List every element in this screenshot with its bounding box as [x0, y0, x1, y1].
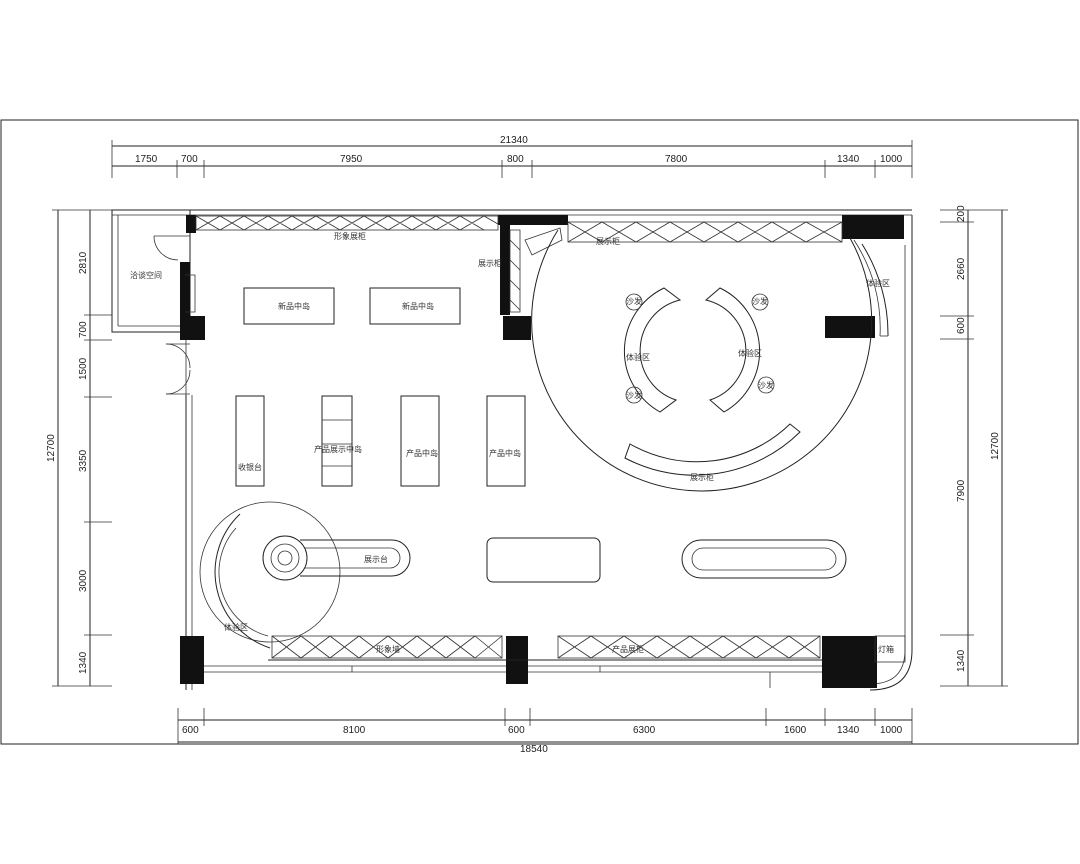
- left-dimensions: 12700 2810 700 1500 3350 3000 1340: [46, 209, 112, 687]
- new-product-table-2: [369, 287, 461, 325]
- dim-top-seg-1: 1750: [135, 154, 158, 165]
- dim-right-overall: 12700: [990, 432, 1001, 460]
- label-table-2: 新品中岛: [402, 301, 434, 311]
- center-table: [486, 537, 601, 583]
- top-dimensions: 21340 1750 700 7950 800 7800 1340 1000: [111, 135, 913, 178]
- dim-top-seg-3: 7950: [340, 154, 363, 165]
- dim-bottom-seg-2: 8100: [343, 725, 366, 736]
- label-booth-side: 体验区: [224, 622, 248, 632]
- drawing-frame: [0, 119, 1079, 745]
- dim-right-seg-5: 1340: [956, 649, 967, 672]
- dim-bottom-seg-5: 1600: [784, 725, 807, 736]
- label-arc-bench-right: 体验区: [738, 348, 762, 358]
- dim-left-seg-2: 700: [78, 321, 89, 338]
- label-island-2: 产品展示中岛: [314, 444, 362, 454]
- dim-left-seg-3: 1500: [78, 357, 89, 380]
- dim-left-seg-6: 1340: [78, 651, 89, 674]
- label-island-3: 产品中岛: [406, 448, 438, 458]
- dim-right-seg-2: 2660: [956, 257, 967, 280]
- seat-4: [757, 376, 775, 394]
- bottom-dimensions: 600 8100 600 6300 1600 1340 1000 18540: [177, 708, 913, 755]
- dim-top-seg-7: 1000: [880, 154, 903, 165]
- new-product-table-1: [243, 287, 335, 325]
- label-seat-3: 沙发: [626, 390, 642, 400]
- label-bottom-shelf-2: 产品展柜: [612, 644, 644, 654]
- label-lightbox: 灯箱: [878, 644, 894, 654]
- label-table-1: 新品中岛: [278, 301, 310, 311]
- dim-bottom-seg-3: 600: [508, 725, 525, 736]
- bottom-wall-shelves: [268, 635, 822, 661]
- dim-top-seg-2: 700: [181, 154, 198, 165]
- dim-top-seg-6: 1340: [837, 154, 860, 165]
- island-4: [486, 395, 526, 487]
- island-1: [235, 395, 265, 487]
- seat-3: [625, 386, 643, 404]
- dim-bottom-seg-7: 1000: [880, 725, 903, 736]
- label-arc-bench-left: 体验区: [626, 352, 650, 362]
- dim-top-overall: 21340: [500, 135, 528, 146]
- label-circle-top-right: 展示柜: [596, 236, 620, 246]
- seat-2: [751, 293, 769, 311]
- label-bottom-shelf-1: 形象墙: [376, 644, 400, 654]
- dim-right-seg-1: 200: [956, 205, 967, 222]
- island-3: [400, 395, 440, 487]
- dim-bottom-overall: 18540: [520, 744, 548, 755]
- label-curved-bench: 展示柜: [690, 472, 714, 482]
- dim-top-seg-4: 800: [507, 154, 524, 165]
- capsule-display: [681, 539, 847, 579]
- seat-1: [625, 293, 643, 311]
- label-seat-2: 沙发: [752, 296, 768, 306]
- dim-bottom-seg-1: 600: [182, 725, 199, 736]
- lightbox-box: [874, 635, 906, 663]
- top-wall-shelves: [185, 215, 843, 313]
- label-counter-top-left: 展示柜: [478, 258, 502, 268]
- label-island-4: 产品中岛: [489, 448, 521, 458]
- building-walls: [111, 209, 913, 691]
- island-2: [321, 395, 353, 487]
- label-round-booth: 展示台: [364, 554, 388, 564]
- dim-bottom-seg-4: 6300: [633, 725, 656, 736]
- circular-zone: [531, 229, 889, 492]
- label-island-1: 收银台: [238, 462, 262, 472]
- dim-right-seg-3: 600: [956, 317, 967, 334]
- dim-left-overall: 12700: [46, 434, 57, 462]
- dim-left-seg-5: 3000: [78, 569, 89, 592]
- label-corner: 体验区: [866, 278, 890, 288]
- dim-top-seg-5: 7800: [665, 154, 688, 165]
- furniture-left: [199, 287, 847, 649]
- dim-left-seg-1: 2810: [78, 251, 89, 274]
- label-seat-1: 沙发: [626, 296, 642, 306]
- label-room-top-left: 洽谈空间: [130, 270, 162, 280]
- right-dimensions: 200 2660 600 7900 1340 12700: [940, 205, 1008, 687]
- label-seat-4: 沙发: [758, 380, 774, 390]
- label-shelf-top-left: 形象展柜: [334, 231, 366, 241]
- dim-right-seg-4: 7900: [956, 479, 967, 502]
- dim-left-seg-4: 3350: [78, 449, 89, 472]
- zone-labels: 洽谈空间 形象展柜 展示柜 新品中岛 新品中岛 收银台 产品展示中岛 产品中岛 …: [130, 231, 894, 654]
- dim-bottom-seg-6: 1340: [837, 725, 860, 736]
- round-booth-circle: [199, 501, 341, 643]
